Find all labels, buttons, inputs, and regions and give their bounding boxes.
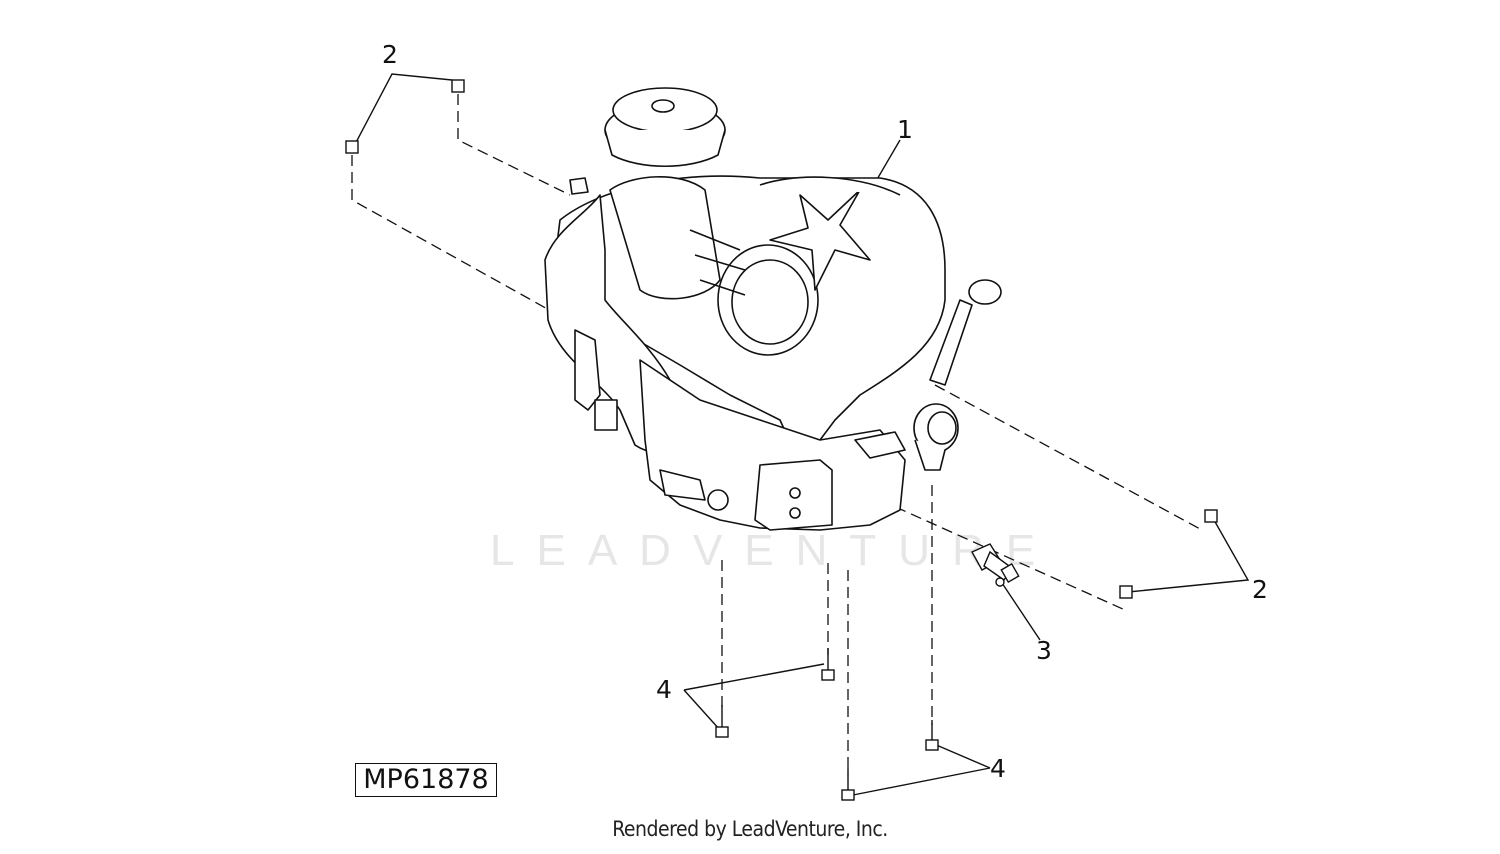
callout-3: 3	[1036, 636, 1052, 665]
callout-4-right: 4	[990, 754, 1006, 783]
callout-1: 1	[897, 115, 913, 144]
engine-illustration	[544, 87, 1002, 531]
bolt-icon	[715, 648, 939, 801]
sensor-icon	[971, 543, 1020, 587]
callout-2-top: 2	[382, 40, 398, 69]
callout-2-right: 2	[1252, 575, 1268, 604]
render-credit: Rendered by LeadVenture, Inc.	[612, 817, 888, 841]
nut-icon	[345, 79, 1218, 599]
watermark: LEADVENTURE	[490, 526, 1057, 575]
callout-4-left: 4	[656, 675, 672, 704]
figure-id-label: MP61878	[355, 763, 497, 797]
